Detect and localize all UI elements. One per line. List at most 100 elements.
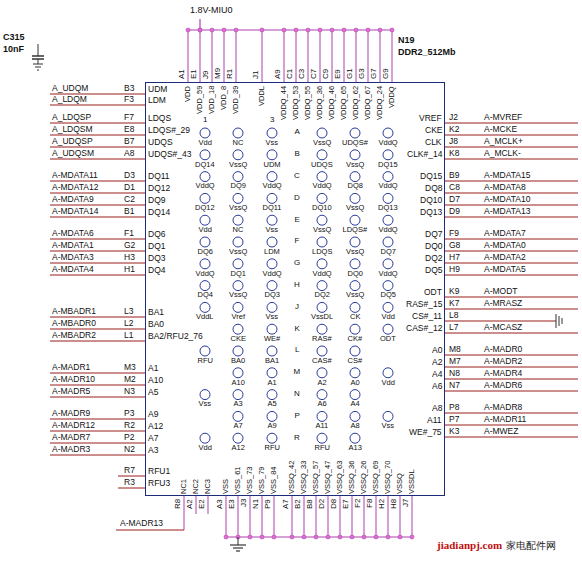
pin-name: UDQS#_43: [148, 150, 191, 159]
ball-pad: [383, 324, 393, 334]
pin-wire: [412, 496, 413, 537]
ball-pad: [267, 259, 277, 269]
signal-wire: [445, 425, 578, 426]
pin-name: A8: [432, 404, 442, 413]
ground-symbol: [35, 67, 41, 68]
pin-wire: [400, 496, 401, 537]
signal-name: A-MWEZ: [484, 427, 518, 436]
signal-name: A-MADR13: [120, 519, 163, 528]
pin-name: A10: [148, 376, 163, 385]
row-letter: K: [295, 325, 300, 334]
pin-name: A11: [427, 416, 442, 425]
pin-name: LDQS#_29: [148, 126, 190, 135]
pin-name: VSSQ_47: [324, 461, 332, 494]
pin-name: ODT: [424, 288, 442, 297]
pin-name: UDM: [148, 85, 167, 94]
ball-pad: [317, 368, 327, 378]
signal-wire: [116, 530, 184, 531]
pin-wire: [196, 496, 197, 514]
power-rail: [188, 29, 392, 30]
pin-name: VDD: [184, 86, 192, 102]
ball-name: VssQ: [313, 226, 331, 234]
signal-name: A_MCLK-: [484, 149, 521, 158]
junction-dot: [210, 28, 214, 32]
ball-pad: [350, 346, 360, 356]
ball-name: DQ10: [312, 204, 332, 212]
pin-name: RAS#_15: [406, 300, 442, 309]
signal-name: A-MRASZ: [484, 299, 522, 308]
ball-name: A12: [232, 444, 245, 452]
junction-dot: [282, 28, 286, 32]
ball-name: A5: [268, 400, 277, 408]
ball-name: NC: [233, 226, 244, 234]
ball-pad: [267, 172, 277, 182]
pin-name: A12: [148, 422, 163, 431]
ball-name: VddQ: [263, 182, 282, 190]
ball-pad: [350, 281, 360, 291]
pin-number: L3: [124, 307, 133, 316]
row-letter: J: [295, 303, 299, 312]
junction-dot: [314, 535, 318, 539]
signal-wire: [445, 181, 578, 182]
signal-name: A-MBADR1: [52, 307, 96, 316]
signal-wire: [50, 443, 145, 444]
pin-name: DQ11: [148, 172, 170, 181]
pin-number: F3: [124, 95, 134, 104]
ball-pad: [317, 172, 327, 182]
pin-name: VDDQ_67: [364, 86, 372, 120]
row-letter: F: [295, 237, 300, 246]
pin-wire: [274, 496, 275, 537]
junction-dot: [410, 535, 414, 539]
signal-name: A-MDATA9: [52, 195, 94, 204]
ball-pad: [383, 302, 393, 312]
pin-number: J3: [240, 499, 249, 507]
pin-wire: [332, 30, 333, 82]
ball-name: VssQ: [229, 161, 247, 169]
pin-number: A2: [186, 499, 195, 509]
pin-name: VSS: [222, 479, 230, 494]
ground-symbol: [236, 550, 240, 551]
junction-dot: [306, 28, 310, 32]
ball-name: BA1: [265, 357, 279, 365]
signal-name: A-MADR5: [52, 387, 90, 396]
ball-pad: [233, 237, 243, 247]
ball-pad: [317, 281, 327, 291]
pin-name: VSSQ_57: [312, 461, 320, 494]
ball-name: RFU: [315, 444, 330, 452]
ball-name: DQ11: [263, 204, 282, 212]
ball-name: DQ14: [195, 161, 215, 169]
signal-name: A-MDATA14: [52, 207, 98, 216]
pin-name: NC2: [192, 479, 200, 494]
pin-name: BA1: [148, 308, 164, 317]
ball-name: DQ3: [265, 291, 280, 299]
ball-name: WE#: [264, 335, 280, 343]
ball-pad: [350, 150, 360, 160]
ball-name: VddQ: [313, 182, 332, 190]
pin-name: A1: [148, 364, 158, 373]
ground-symbol: [559, 316, 560, 326]
pin-name: VSSQ_36: [348, 461, 356, 494]
pin-number: R1: [226, 69, 235, 79]
pin-number: G2: [124, 241, 135, 250]
ball-name: DQ5: [381, 291, 396, 299]
ball-name: Vdd: [199, 444, 212, 452]
net-label: 1.8V-MIU0: [190, 6, 233, 16]
junction-dot: [302, 535, 306, 539]
junction-dot: [378, 28, 382, 32]
pin-number: B2: [294, 499, 303, 509]
signal-wire: [118, 476, 145, 477]
pin-wire: [364, 496, 365, 537]
signal-name: A-MADR12: [52, 421, 95, 430]
signal-wire: [50, 105, 145, 106]
row-letter: P: [295, 412, 300, 421]
pin-wire: [328, 496, 329, 537]
ball-name: RFU: [265, 444, 280, 452]
signal-wire: [445, 123, 578, 124]
ball-pad: [267, 237, 277, 247]
ball-name: DQ1: [231, 270, 246, 278]
signal-name: A-MDATA3: [52, 253, 94, 262]
ball-pad: [317, 302, 327, 312]
pin-number: M7: [449, 357, 461, 366]
ball-name: A11: [316, 422, 329, 430]
pin-name: RFU1: [148, 467, 170, 476]
